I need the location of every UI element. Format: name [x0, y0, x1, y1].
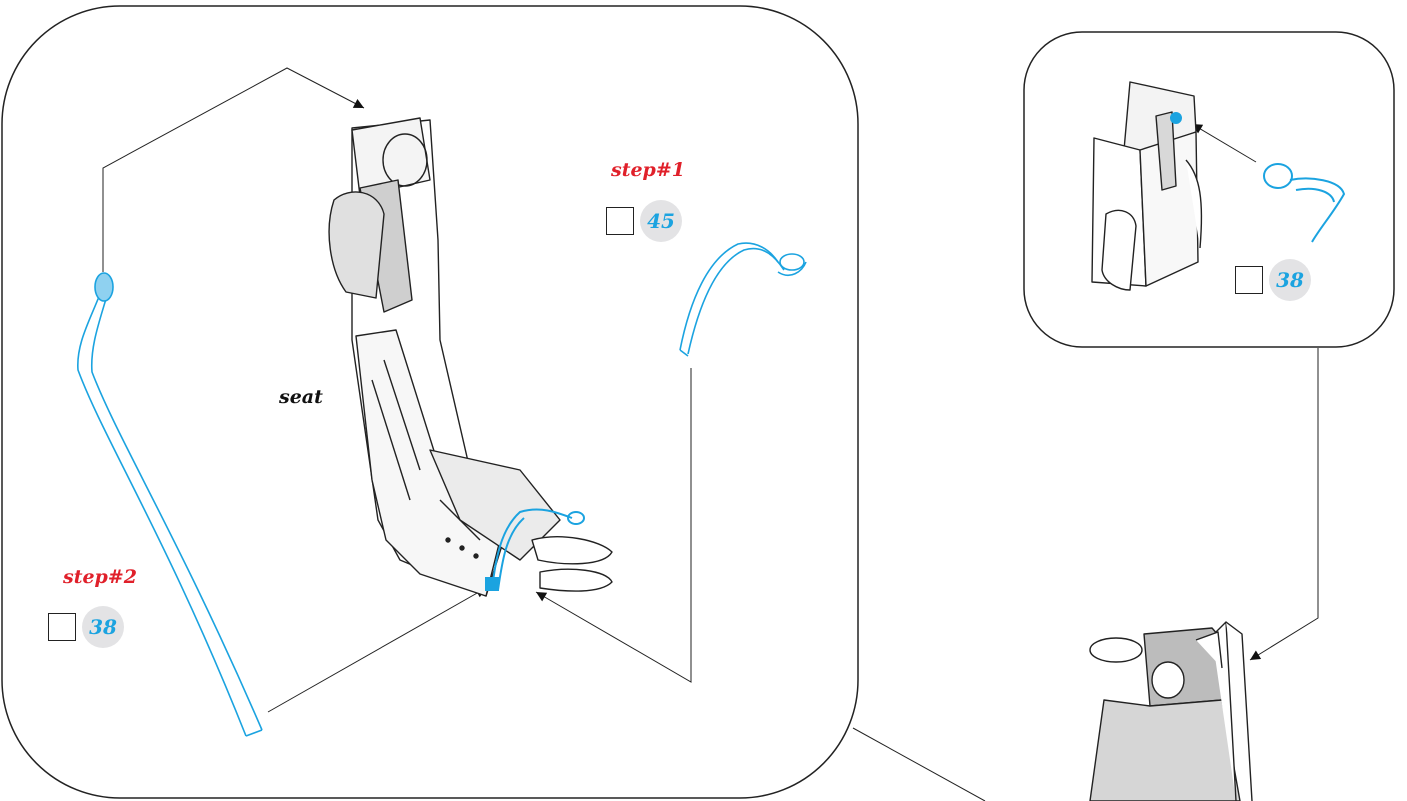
bent-arrow-glue-icon — [58, 212, 1261, 636]
step-2-part-reference: 38 — [48, 606, 124, 648]
glue-icon-box — [606, 207, 634, 235]
part-number-badge: 45 — [640, 200, 682, 242]
detail-part-reference: 38 — [1235, 259, 1311, 301]
part-number-badge: 38 — [1269, 259, 1311, 301]
seat-rear-view-partial — [1090, 622, 1252, 801]
detail-frame — [1024, 32, 1394, 347]
strap-part-45 — [680, 243, 806, 356]
glue-icon-box — [1235, 266, 1263, 294]
step-1-label: step#1 — [611, 159, 685, 181]
ejection-seat-drawing — [329, 118, 612, 596]
part-number-badge: 38 — [82, 606, 124, 648]
step-2-label: step#2 — [63, 566, 137, 588]
detail-headrest-drawing — [1092, 82, 1201, 290]
strap-part-38 — [78, 273, 262, 736]
glue-icon-box — [48, 613, 76, 641]
step-1-part-reference: 45 — [606, 200, 682, 242]
seat-label: seat — [279, 386, 323, 408]
